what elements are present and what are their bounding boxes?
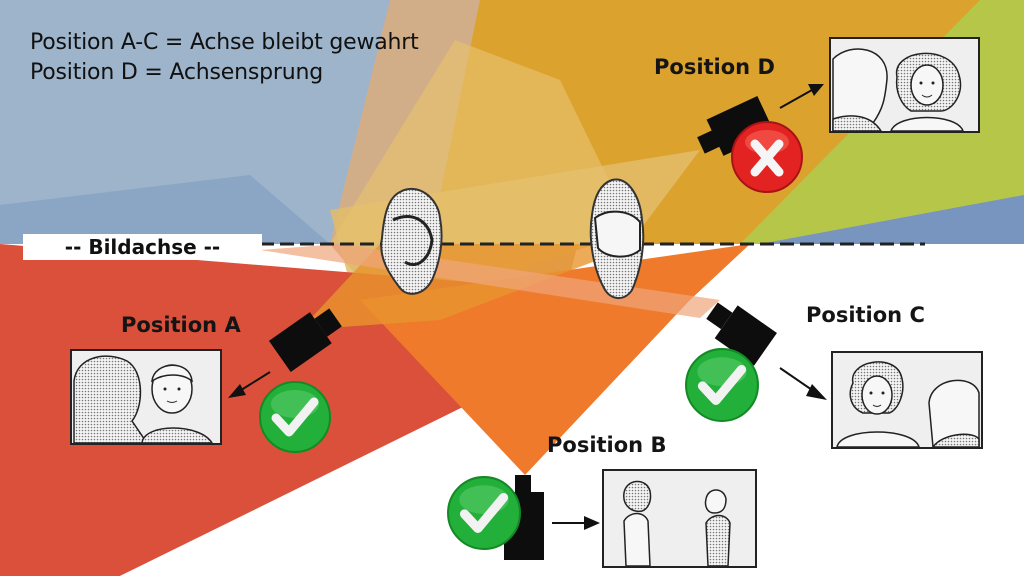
status-badge-d <box>730 120 804 194</box>
arrow-a <box>228 371 271 398</box>
check-icon <box>447 476 521 550</box>
shot-frame-a <box>70 349 222 445</box>
man-profile-icon <box>704 489 727 514</box>
arrow-d <box>779 84 824 109</box>
legend-line-valid: Position A-C = Achse bleibt gewahrt <box>30 30 419 55</box>
actor-top-view-right <box>589 178 645 299</box>
camera-a <box>268 308 342 372</box>
back-of-head-icon <box>73 355 148 443</box>
position-a-label: Position A <box>121 313 241 337</box>
back-of-head-icon <box>928 379 980 447</box>
status-badge-a <box>258 380 332 454</box>
axis-label: -- Bildachse -- <box>23 234 262 260</box>
status-badge-b <box>446 475 522 551</box>
arrow-c <box>779 367 827 400</box>
arrow-b <box>552 516 600 530</box>
x-icon <box>731 121 803 193</box>
check-icon <box>685 348 759 422</box>
legend-line-axis-jump: Position D = Achsensprung <box>30 60 323 85</box>
camera-d <box>697 95 775 156</box>
position-c-label: Position C <box>806 303 925 327</box>
shot-frame-c <box>831 351 983 449</box>
woman-profile-icon <box>623 480 652 513</box>
status-badge-c <box>684 347 760 423</box>
shot-frame-b <box>602 469 757 568</box>
actor-top-view-left <box>380 187 443 295</box>
legend: Position A-C = Achse bleibt gewahrt Posi… <box>30 28 419 88</box>
position-d-label: Position D <box>654 55 775 79</box>
back-of-head-icon <box>832 48 888 131</box>
camera-c <box>706 302 777 366</box>
face-woman-icon <box>910 64 944 106</box>
shot-frame-d <box>829 37 980 133</box>
position-b-label: Position B <box>547 433 667 457</box>
face-woman-icon <box>861 375 893 415</box>
check-icon <box>259 381 331 453</box>
